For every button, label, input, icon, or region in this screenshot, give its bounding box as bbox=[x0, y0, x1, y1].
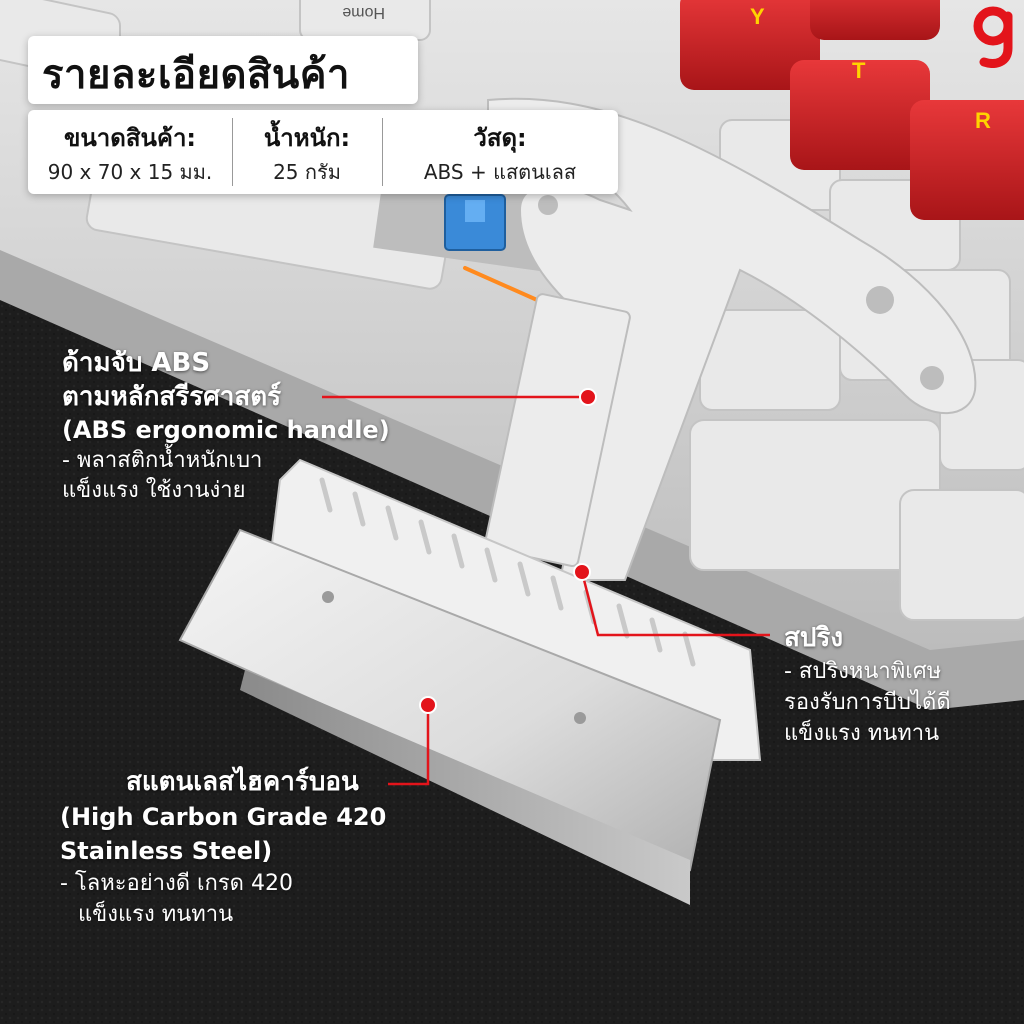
keycap-puller-handle bbox=[484, 97, 977, 581]
spec-material: วัสดุ: ABS + แสตนเลส bbox=[382, 110, 618, 194]
handle-callout-bullet-2: แข็งแรง ใช้งานง่าย bbox=[62, 478, 246, 503]
blade-rivet-1 bbox=[322, 591, 334, 603]
handle-callout: ด้ามจับ ABS ตามหลักสรีรศาสตร์ (ABS ergon… bbox=[62, 346, 390, 506]
spec-size-value: 90 x 70 x 15 มม. bbox=[47, 160, 213, 184]
spring-dot bbox=[573, 563, 591, 581]
blue-switch bbox=[444, 194, 506, 251]
steel-callout-title-en-1: (High Carbon Grade 420 bbox=[60, 803, 387, 831]
handle-callout-bullet-1: - พลาสติกน้ำหนักเบา bbox=[62, 448, 263, 473]
spec-divider bbox=[382, 118, 383, 186]
spring-callout-bullet-1: - สปริงหนาพิเศษ bbox=[784, 659, 942, 684]
steel-callout-title-en-2: Stainless Steel) bbox=[60, 837, 273, 865]
page-title: รายละเอียดสินค้า bbox=[42, 52, 350, 98]
keycap-r-legend: R bbox=[975, 108, 991, 133]
callout-dots bbox=[419, 388, 597, 714]
spec-weight-label: น้ำหนัก: bbox=[263, 124, 351, 152]
keycap-t-legend: T bbox=[852, 58, 866, 83]
title-card: รายละเอียดสินค้า bbox=[28, 36, 418, 104]
steel-callout-title: สแตนเลสไฮคาร์บอน bbox=[126, 767, 359, 797]
handle-callout-title-en: (ABS ergonomic handle) bbox=[62, 416, 390, 444]
spec-weight: น้ำหนัก: 25 กรัม bbox=[232, 110, 382, 194]
spec-material-label: วัสดุ: bbox=[473, 124, 527, 152]
steel-callout-bullet-2: แข็งแรง ทนทาน bbox=[78, 902, 234, 927]
spec-divider bbox=[232, 118, 233, 186]
handle-hole-3 bbox=[538, 195, 558, 215]
spec-size-label: ขนาดสินค้า: bbox=[63, 124, 197, 152]
steel-dot bbox=[419, 696, 437, 714]
spec-weight-value: 25 กรัม bbox=[273, 160, 341, 184]
steel-blade-edge bbox=[240, 670, 690, 905]
spec-material-value: ABS + แสตนเลส bbox=[423, 160, 577, 184]
g-brand-logo-icon bbox=[973, 6, 1013, 68]
spring-callout-bullet-2: รองรับการบีบได้ดี bbox=[784, 690, 951, 715]
steel-callout-bullet-1: - โลหะอย่างดี เกรด 420 bbox=[60, 871, 293, 896]
spring-callout-title: สปริง bbox=[784, 623, 844, 653]
blue-switch-stem bbox=[465, 200, 485, 222]
steel-callout-line bbox=[388, 705, 430, 786]
keycap-y-legend: Y bbox=[750, 4, 765, 29]
handle-callout-title-2: ตามหลักสรีรศาสตร์ bbox=[62, 382, 282, 412]
spring-callout-line bbox=[580, 571, 770, 637]
spring-callout: สปริง - สปริงหนาพิเศษ รองรับการบีบได้ดี … bbox=[784, 620, 951, 749]
spec-card: ขนาดสินค้า: 90 x 70 x 15 มม. น้ำหนัก: 25… bbox=[28, 110, 618, 194]
spring-callout-bullet-3: แข็งแรง ทนทาน bbox=[784, 721, 940, 746]
handle-hole-2 bbox=[920, 366, 944, 390]
red-keycaps bbox=[680, 0, 1024, 220]
handle-hole-1 bbox=[866, 286, 894, 314]
handle-callout-title-1: ด้ามจับ ABS bbox=[62, 348, 211, 378]
steel-callout: สแตนเลสไฮคาร์บอน (High Carbon Grade 420 … bbox=[60, 764, 386, 930]
spec-size: ขนาดสินค้า: 90 x 70 x 15 มม. bbox=[28, 110, 232, 194]
handle-dot bbox=[579, 388, 597, 406]
callout-lines bbox=[322, 395, 770, 786]
keycap-home-legend: Home bbox=[342, 4, 385, 21]
blade-rivet-2 bbox=[574, 712, 586, 724]
